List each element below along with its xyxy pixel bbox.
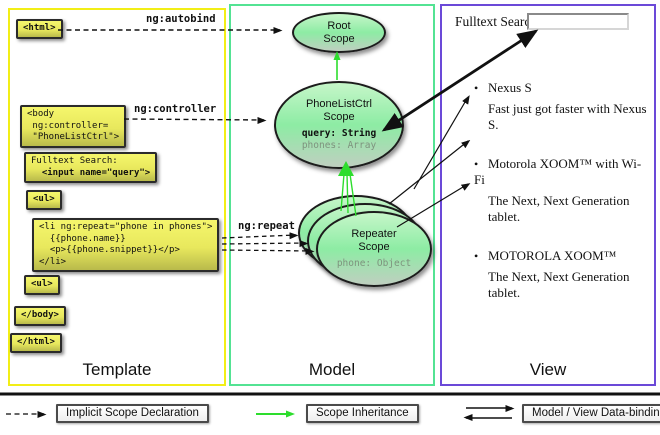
view-panel-title: View [529,360,567,379]
model-panel-title: Model [308,360,356,379]
phonelistctrl-scope-label-line2: Scope [323,111,355,123]
repeater-scope-label-line1: Repeater [351,228,397,240]
phonelistctrl-query-prop: query: String [301,128,377,139]
code-body-close: </body> [14,306,66,326]
root-scope-label-line1: Root [327,19,351,32]
list-item-desc: Fast just got faster with Nexus S. [488,101,647,132]
root-scope-ellipse: Root Scope [292,12,386,53]
code-li-repeat: <li ng:repeat="phone in phones"> {{phone… [32,218,220,272]
code-ul-open: <ul> [26,190,62,210]
code-html-close: </html> [10,333,62,353]
bullet-icon: • [474,157,479,171]
phonelistctrl-scope-label-line1: PhoneListCtrl [305,98,373,110]
repeater-scope-label-line2: Scope [358,241,390,253]
bullet-icon: • [474,249,479,263]
repeater-phone-prop: phone: Object [336,258,412,269]
view-fulltext-search-label: Fulltext Search: [455,14,541,29]
ng-autobind-label: ng:autobind [146,13,216,25]
view-fulltext-search-input[interactable] [527,13,629,30]
template-panel-title: Template [82,360,152,379]
legend-model-view-data-binding: Model / View Data-binding [522,404,660,423]
bullet-icon: • [474,81,479,95]
list-item-name: •MOTOROLA XOOM™ [474,248,617,263]
phonelistctrl-scope-ellipse: PhoneListCtrl Scope query: String phones… [274,81,404,169]
legend-scope-inheritance: Scope Inheritance [306,404,419,423]
ng-repeat-label: ng:repeat [238,220,295,232]
view-phone-list: •Nexus S Fast just got faster with Nexus… [474,80,649,324]
list-item-desc: The Next, Next Generation tablet. [488,269,630,300]
model-panel: Model [229,4,435,386]
repeater-scope-ellipse-front: Repeater Scope phone: Object [316,211,432,287]
legend-implicit-scope-declaration: Implicit Scope Declaration [56,404,209,423]
root-scope-label-line2: Scope [323,32,355,45]
list-item-desc: The Next, Next Generation tablet. [488,193,630,224]
code-html-open: <html> [16,19,63,39]
list-item-name: •Nexus S [474,80,532,95]
code-fulltext-input: Fulltext Search: <input name="query"> [24,152,158,183]
code-body-open: <body ng:controller= "PhoneListCtrl"> [20,105,127,148]
phonelistctrl-phones-prop: phones: Array [301,140,377,151]
ng-controller-label: ng:controller [134,103,217,115]
code-ul-close: <ul> [24,275,60,295]
list-item-name: •Motorola XOOM™ with Wi-Fi [474,156,642,187]
